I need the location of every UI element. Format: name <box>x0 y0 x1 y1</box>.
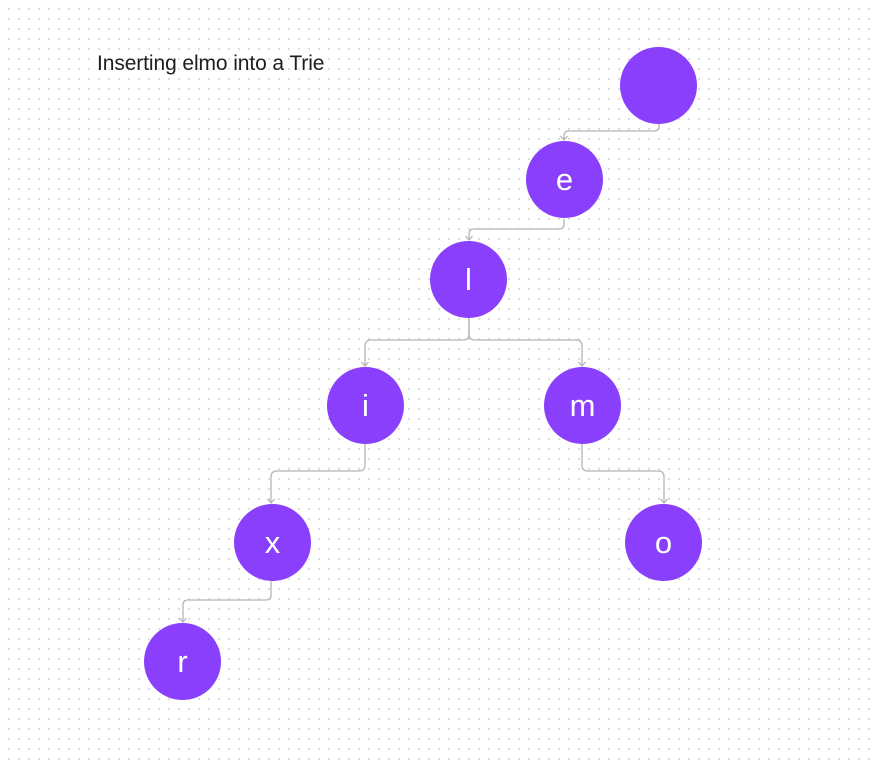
trie-node-i: i <box>327 367 404 444</box>
trie-node-o: o <box>625 504 702 581</box>
trie-node-root <box>620 47 697 124</box>
edge-m-o <box>581 444 668 504</box>
trie-node-e: e <box>526 141 603 218</box>
edge-l-i <box>361 317 470 367</box>
trie-node-r: r <box>144 623 221 700</box>
trie-node-m: m <box>544 367 621 444</box>
edge-x-r <box>179 581 272 623</box>
edge-i-x <box>267 444 366 504</box>
trie-node-x: x <box>234 504 311 581</box>
diagram-title: Inserting elmo into a Trie <box>97 52 325 75</box>
trie-node-l: l <box>430 241 507 318</box>
edge-l-m <box>468 317 586 367</box>
edge-root-e <box>560 124 660 141</box>
edge-e-l <box>465 219 565 241</box>
